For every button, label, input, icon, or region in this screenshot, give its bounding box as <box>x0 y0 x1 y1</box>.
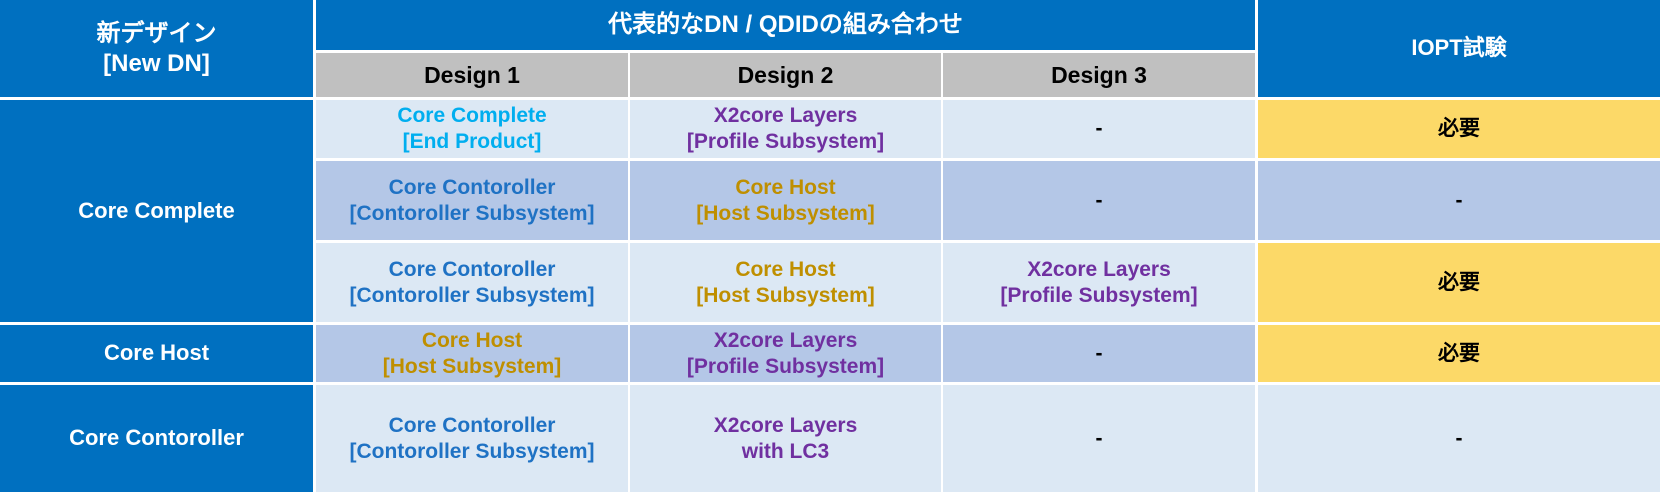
cell-row3-iopt: 必要 <box>1258 243 1660 322</box>
cell-row3-design2: Core Host[Host Subsystem] <box>630 243 941 322</box>
header-design-3: Design 3 <box>943 53 1255 97</box>
header-combination-title: 代表的なDN / QDIDの組み合わせ <box>316 0 1255 50</box>
header-new-design: 新デザイン[New DN] <box>0 0 313 97</box>
cell-row4-iopt-value: 必要 <box>1438 341 1480 365</box>
cell-row4-design1-entry: Core Host[Host Subsystem] <box>383 328 562 379</box>
cell-row4-design2-line2: [Profile Subsystem] <box>686 354 885 378</box>
cell-row5-iopt-value: - <box>1455 426 1463 450</box>
cell-row3-iopt-value: 必要 <box>1438 270 1480 294</box>
cell-row2-design3-dash: - <box>1095 188 1103 212</box>
cell-row3-design3-line2: [Profile Subsystem] <box>1000 283 1198 307</box>
cell-row2-design2-line2: [Host Subsystem] <box>696 201 875 225</box>
header-new-design-jp: 新デザイン <box>96 20 217 48</box>
cell-row4-design1: Core Host[Host Subsystem] <box>316 325 628 382</box>
cell-row5-design1-line1: Core Contoroller <box>388 413 556 437</box>
header-design-3-label: Design 3 <box>1051 61 1147 88</box>
cell-row2-design1-line2: [Contoroller Subsystem] <box>349 201 595 225</box>
cell-row2-design2: Core Host[Host Subsystem] <box>630 161 941 240</box>
cell-row1-design1: Core Complete[End Product] <box>316 100 628 158</box>
cell-row1-design2: X2core Layers[Profile Subsystem] <box>630 100 941 158</box>
cell-row4-iopt: 必要 <box>1258 325 1660 382</box>
cell-row4-design1-line2: [Host Subsystem] <box>382 354 562 378</box>
cell-row3-design3: X2core Layers[Profile Subsystem] <box>943 243 1255 322</box>
cell-row3-design1-entry: Core Contoroller[Contoroller Subsystem] <box>349 257 594 308</box>
cell-row3-design1-line2: [Contoroller Subsystem] <box>349 283 595 307</box>
row-group-header-3-label: Core Contoroller <box>69 425 244 451</box>
header-design-1-label: Design 1 <box>424 61 520 88</box>
cell-row1-design2-entry: X2core Layers[Profile Subsystem] <box>687 103 884 154</box>
cell-row3-design1-line1: Core Contoroller <box>388 257 556 281</box>
cell-row1-design1-line1: Core Complete <box>397 104 547 128</box>
cell-row3-design2-entry: Core Host[Host Subsystem] <box>696 257 875 308</box>
cell-row2-design1-entry: Core Contoroller[Contoroller Subsystem] <box>349 175 594 226</box>
cell-row4-design3: - <box>943 325 1255 382</box>
cell-row3-design3-line1: X2core Layers <box>1027 257 1171 281</box>
cell-row1-design1-line2: [End Product] <box>402 130 542 153</box>
cell-row1-design2-line2: [Profile Subsystem] <box>686 130 885 153</box>
cell-row3-design2-line2: [Host Subsystem] <box>696 283 875 307</box>
cell-row1-design3: - <box>943 100 1255 158</box>
header-iopt: IOPT試験 <box>1258 0 1660 97</box>
header-design-1: Design 1 <box>316 53 628 97</box>
row-group-header-2: Core Host <box>0 325 313 382</box>
cell-row2-iopt-value: - <box>1455 188 1463 212</box>
cell-row2-design1-line1: Core Contoroller <box>388 175 556 199</box>
cell-row1-design2-line1: X2core Layers <box>713 104 858 128</box>
cell-row5-design3: - <box>943 385 1255 492</box>
cell-row4-design1-line1: Core Host <box>421 328 523 352</box>
cell-row4-design2-line1: X2core Layers <box>713 328 858 352</box>
row-group-header-1: Core Complete <box>0 100 313 322</box>
cell-row5-design1-line2: [Contoroller Subsystem] <box>349 439 595 463</box>
header-new-design-en: [New DN] <box>103 49 210 77</box>
cell-row2-design1: Core Contoroller[Contoroller Subsystem] <box>316 161 628 240</box>
cell-row4-design2-entry: X2core Layers[Profile Subsystem] <box>687 328 884 379</box>
cell-row1-iopt-value: 必要 <box>1438 117 1480 141</box>
cell-row5-design1: Core Contoroller[Contoroller Subsystem] <box>316 385 628 492</box>
cell-row2-design2-line1: Core Host <box>735 175 836 199</box>
cell-row3-design1: Core Contoroller[Contoroller Subsystem] <box>316 243 628 322</box>
row-group-header-3: Core Contoroller <box>0 385 313 492</box>
cell-row4-design2: X2core Layers[Profile Subsystem] <box>630 325 941 382</box>
cell-row3-design2-line1: Core Host <box>735 257 836 281</box>
cell-row2-design3: - <box>943 161 1255 240</box>
cell-row3-design3-entry: X2core Layers[Profile Subsystem] <box>1000 257 1197 308</box>
header-design-2: Design 2 <box>630 53 941 97</box>
cell-row5-design2-line1: X2core Layers <box>713 413 858 437</box>
cell-row1-iopt: 必要 <box>1258 100 1660 158</box>
cell-row5-design2-line2: with LC3 <box>741 439 830 463</box>
cell-row2-iopt: - <box>1258 161 1660 240</box>
header-iopt-label: IOPT試験 <box>1411 35 1507 61</box>
row-group-header-1-label: Core Complete <box>78 197 235 223</box>
cell-row1-design3-dash: - <box>1095 117 1103 141</box>
row-group-header-2-label: Core Host <box>103 340 210 366</box>
cell-row4-design3-dash: - <box>1095 341 1103 365</box>
cell-row2-design2-entry: Core Host[Host Subsystem] <box>696 175 875 226</box>
cell-row5-iopt: - <box>1258 385 1660 492</box>
cell-row1-design1-entry: Core Complete[End Product] <box>397 103 546 154</box>
cell-row5-design1-entry: Core Contoroller[Contoroller Subsystem] <box>349 413 594 464</box>
cell-row5-design3-dash: - <box>1095 426 1103 450</box>
header-combination-title-label: 代表的なDN / QDIDの組み合わせ <box>608 11 963 39</box>
header-design-2-label: Design 2 <box>737 61 834 88</box>
